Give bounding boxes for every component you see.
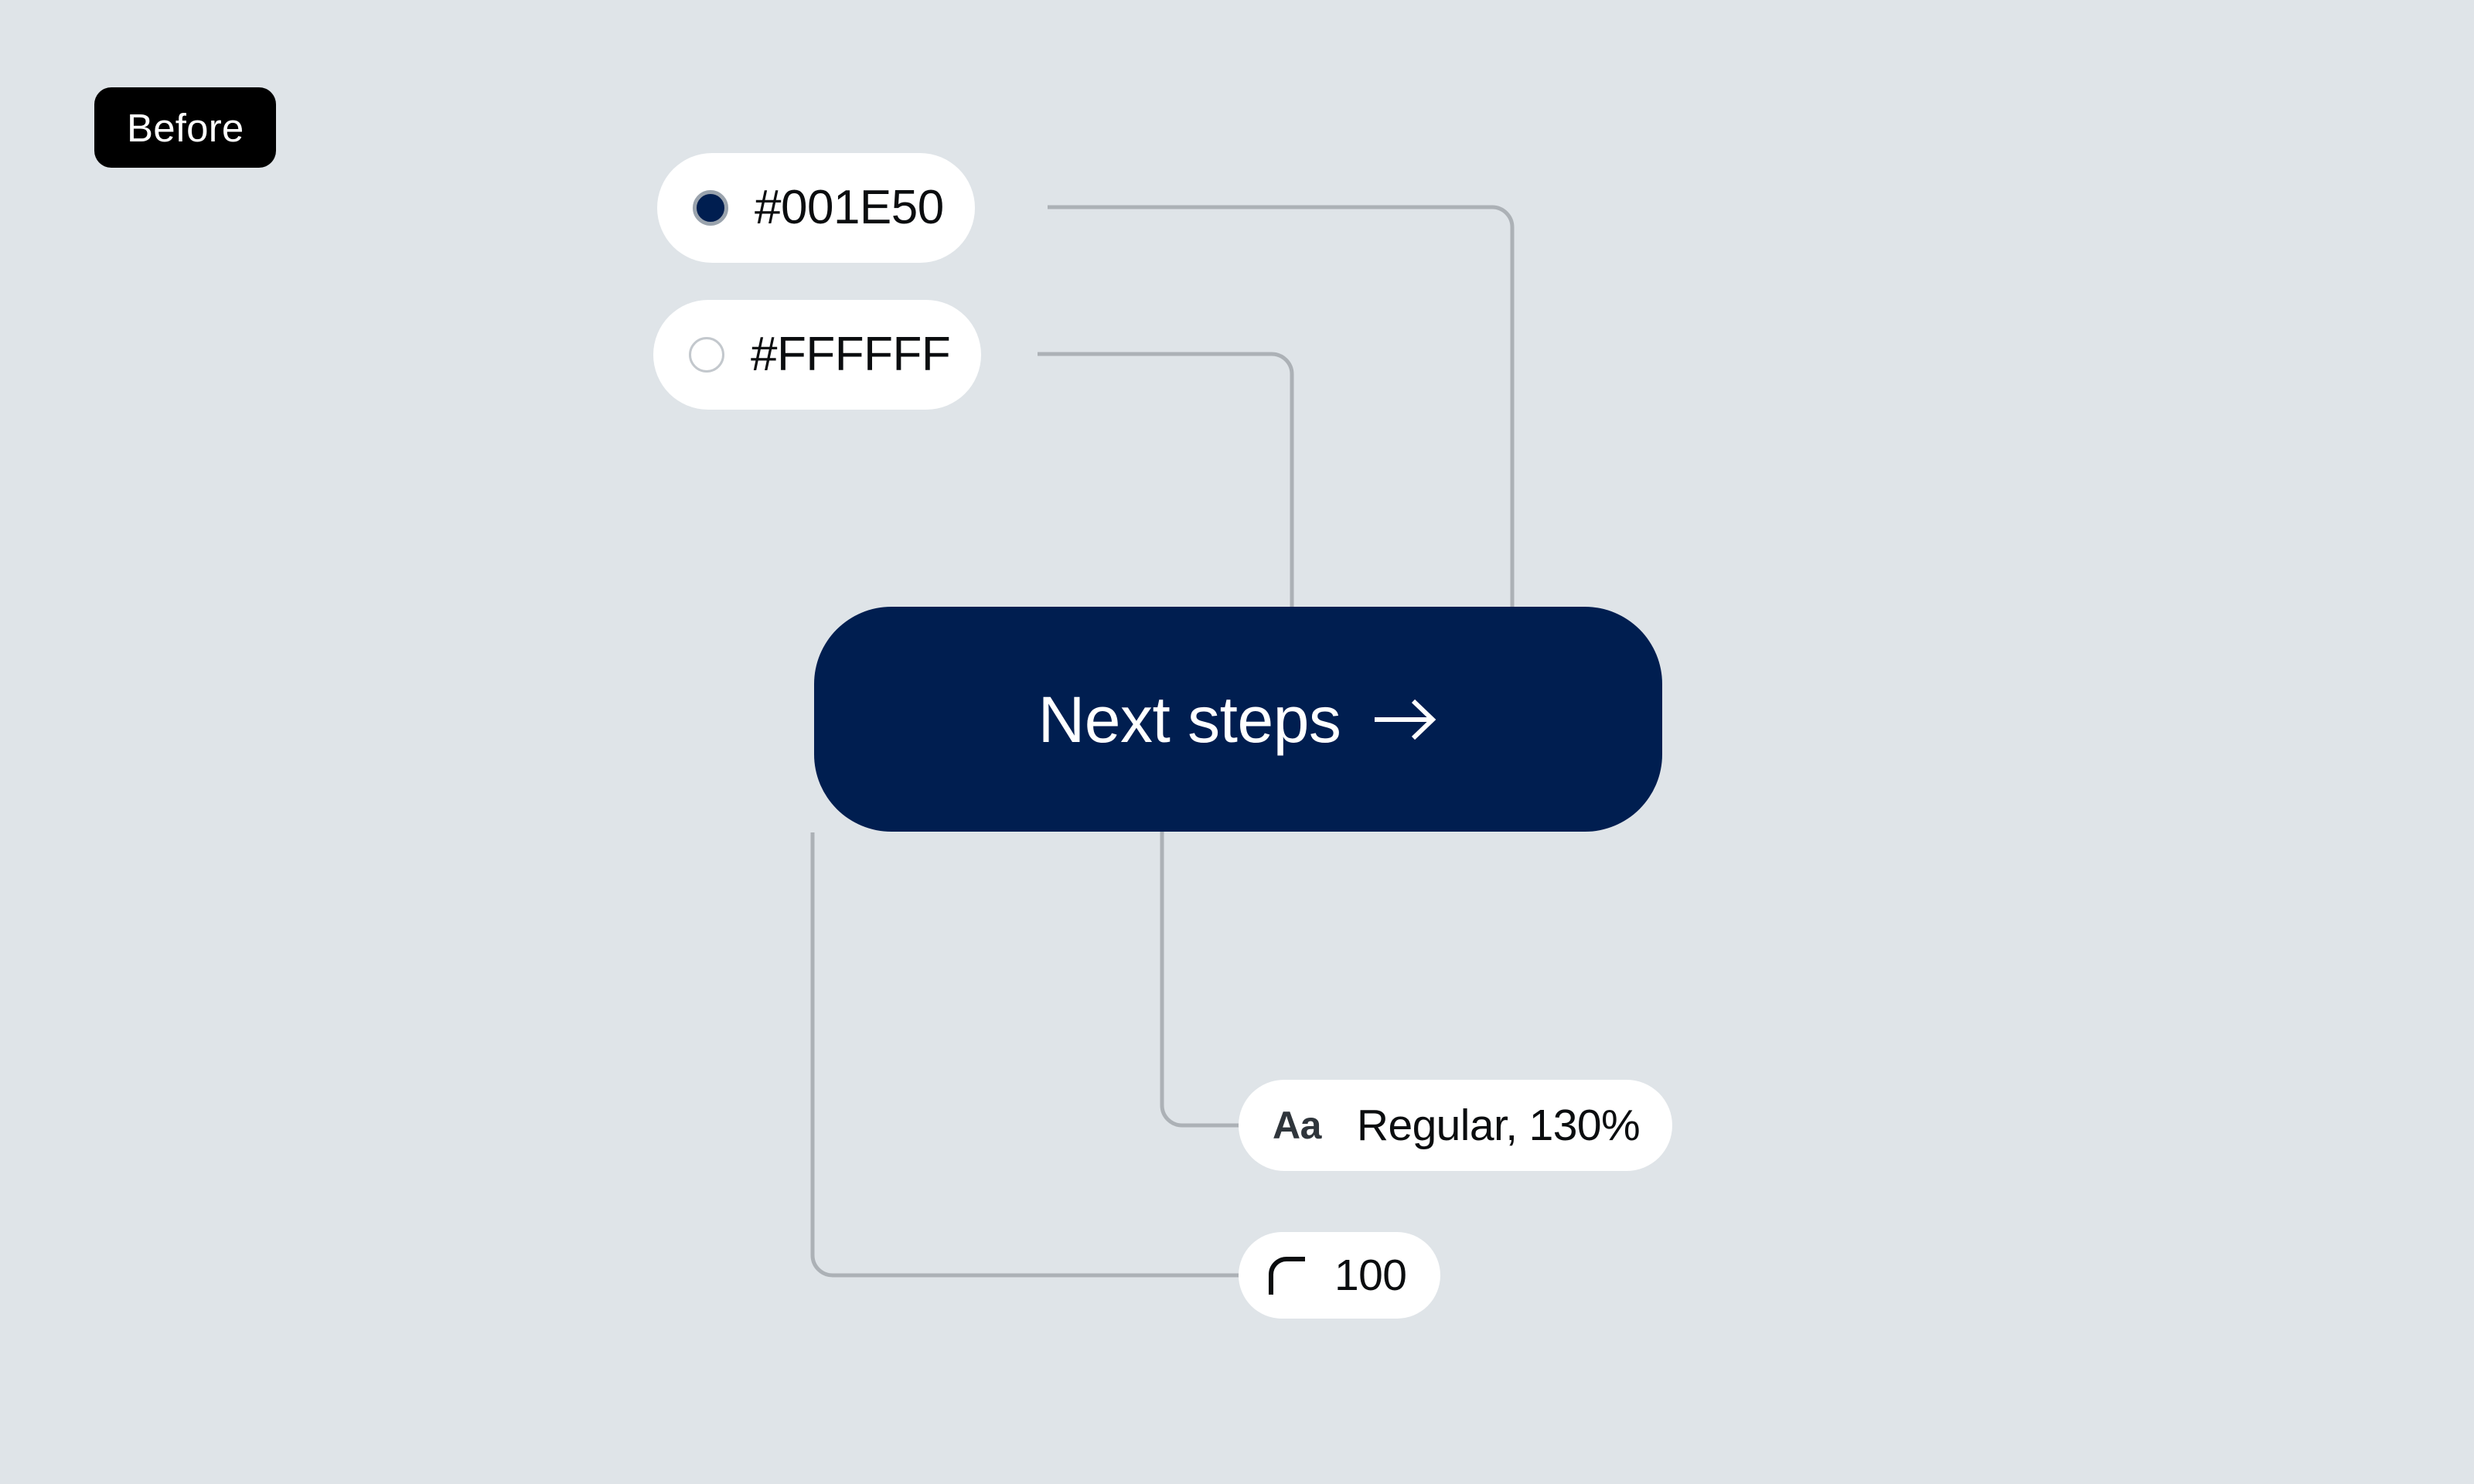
- arrow-right-icon: [1375, 699, 1436, 740]
- connector-fill-color: [1048, 205, 1515, 611]
- spec-chip-corner-radius[interactable]: 100: [1239, 1232, 1441, 1319]
- corner-radius-value: 100: [1334, 1250, 1407, 1300]
- typography-value: Regular, 130%: [1356, 1100, 1641, 1150]
- spec-chip-text-color[interactable]: #FFFFFF: [653, 300, 982, 410]
- corner-radius-icon: [1269, 1257, 1305, 1295]
- color-swatch-outline-icon: [689, 337, 724, 373]
- spec-chip-fill-color[interactable]: #001E50: [657, 153, 975, 263]
- connector-corner-radius: [810, 832, 1242, 1278]
- fill-color-value: #001E50: [755, 181, 944, 234]
- before-badge: Before: [94, 87, 277, 168]
- typography-aa-icon: Aa: [1273, 1104, 1321, 1147]
- text-color-value: #FFFFFF: [751, 328, 951, 381]
- before-badge-label: Before: [127, 105, 244, 150]
- color-swatch-filled-icon: [693, 190, 728, 226]
- next-steps-button[interactable]: Next steps: [814, 607, 1662, 832]
- next-steps-button-label: Next steps: [1038, 682, 1341, 756]
- spec-chip-typography[interactable]: Aa Regular, 130%: [1239, 1080, 1673, 1171]
